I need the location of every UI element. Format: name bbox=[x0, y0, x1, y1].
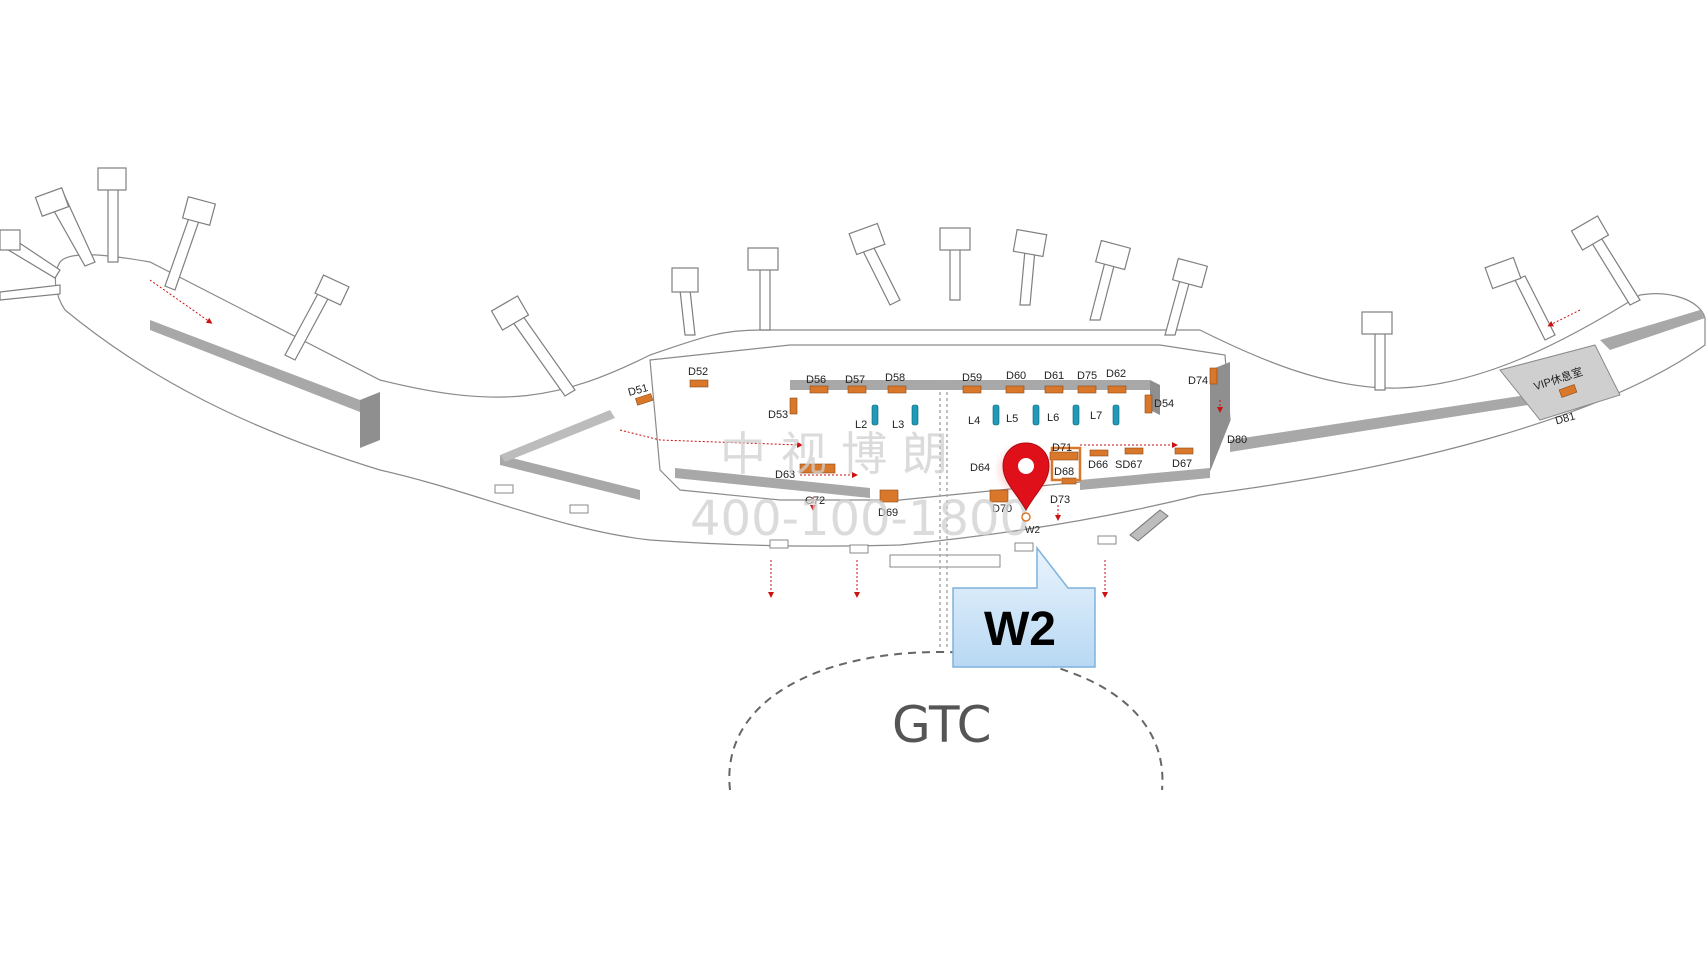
label-d80: D80 bbox=[1227, 434, 1247, 446]
gtc-area: GTC bbox=[728, 650, 1164, 791]
w2-callout: W2 bbox=[952, 545, 1096, 668]
label-d70: D70 bbox=[992, 503, 1012, 515]
label-l5: L5 bbox=[1006, 413, 1018, 425]
lounge-labels: L2 L3 L4 L5 L6 L7 bbox=[855, 410, 1102, 431]
label-d54: D54 bbox=[1154, 398, 1174, 410]
watermark: 中 视 博 朗 400-100-1800 bbox=[690, 427, 1030, 547]
label-d62: D62 bbox=[1106, 368, 1126, 380]
label-d58: D58 bbox=[885, 372, 905, 384]
label-d52: D52 bbox=[688, 366, 708, 378]
label-d53: D53 bbox=[768, 409, 788, 421]
label-d51: D51 bbox=[627, 382, 650, 399]
w2-location-label: W2 bbox=[1025, 525, 1040, 536]
watermark-phone: 400-100-1800 bbox=[690, 491, 1030, 547]
label-d81: D81 bbox=[1554, 411, 1577, 428]
label-d59: D59 bbox=[962, 372, 982, 384]
label-d73: D73 bbox=[1050, 494, 1070, 506]
ad-spot-markers bbox=[635, 367, 1578, 503]
label-d63: D63 bbox=[775, 469, 795, 481]
label-d69: D69 bbox=[878, 507, 898, 519]
label-sd67: SD67 bbox=[1115, 459, 1143, 471]
label-d64: D64 bbox=[970, 462, 990, 474]
label-d75: D75 bbox=[1077, 370, 1097, 382]
label-l3: L3 bbox=[892, 419, 904, 431]
w2-callout-label: W2 bbox=[984, 603, 1056, 656]
label-d66: D66 bbox=[1088, 459, 1108, 471]
label-d74: D74 bbox=[1188, 375, 1208, 387]
label-l7: L7 bbox=[1090, 410, 1102, 422]
lounge-markers bbox=[871, 404, 1120, 426]
location-pin-icon bbox=[994, 440, 1054, 522]
watermark-brand: 中 视 博 朗 bbox=[720, 427, 948, 481]
label-d60: D60 bbox=[1006, 370, 1026, 382]
ad-spot-labels: D51 D52 D53 D54 D56 D57 D58 D59 D60 D61 … bbox=[627, 366, 1577, 519]
gtc-label: GTC bbox=[892, 696, 992, 754]
label-d71: D71 bbox=[1052, 442, 1072, 454]
flow-arrows bbox=[149, 279, 1581, 598]
label-d61: D61 bbox=[1044, 370, 1064, 382]
label-d56: D56 bbox=[806, 374, 826, 386]
label-l2: L2 bbox=[855, 419, 867, 431]
label-d68: D68 bbox=[1054, 466, 1074, 478]
boarding-bridges bbox=[0, 167, 1641, 397]
central-concourse bbox=[150, 310, 1705, 650]
label-c72: C72 bbox=[805, 495, 825, 507]
label-d67: D67 bbox=[1172, 458, 1192, 470]
label-d57: D57 bbox=[845, 374, 865, 386]
label-l4: L4 bbox=[968, 415, 980, 427]
label-l6: L6 bbox=[1047, 412, 1059, 424]
